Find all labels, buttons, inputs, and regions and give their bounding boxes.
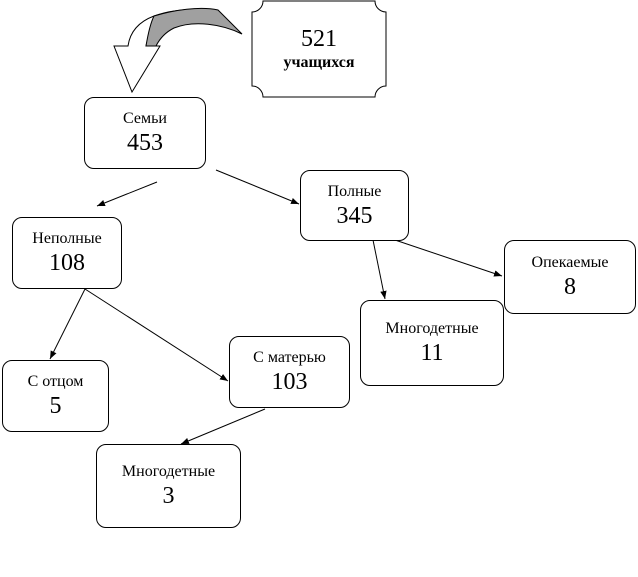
node-complete-value: 345 (336, 202, 373, 229)
edge-mother-large (180, 408, 266, 445)
node-with-father-value: 5 (49, 393, 62, 419)
edge-complete-large (372, 239, 387, 300)
node-with-mother-value: 103 (271, 369, 308, 395)
node-with-mother: С матерью 103 (229, 336, 350, 408)
node-guardianship-label: Опекаемые (531, 254, 609, 271)
edge-families-complete (215, 169, 300, 205)
total-value: 521 (301, 26, 337, 52)
node-guardianship-value: 8 (564, 274, 576, 300)
node-families: Семьи 453 (84, 97, 206, 169)
node-complete-label: Полные (327, 182, 382, 200)
node-incomplete: Неполные 108 (12, 217, 122, 289)
total-plaque (251, 0, 387, 98)
edge-incomplete-mother (84, 288, 229, 382)
node-complete: Полные 345 (300, 170, 409, 241)
node-large-mother-label: Многодетные (121, 463, 216, 480)
node-incomplete-label: Неполные (32, 230, 102, 247)
node-large-complete: Многодетные 11 (360, 300, 504, 386)
total-plaque-text: 521 учащихся (251, 0, 387, 98)
node-large-complete-value: 11 (420, 340, 444, 366)
node-large-mother-value: 3 (162, 483, 175, 509)
node-with-father: С отцом 5 (2, 360, 109, 432)
node-large-complete-label: Многодетные (385, 320, 479, 337)
node-families-label: Семьи (123, 110, 167, 127)
edge-incomplete-father (49, 288, 86, 360)
total-label: учащихся (283, 54, 355, 71)
node-guardianship: Опекаемые 8 (504, 240, 636, 314)
node-with-mother-label: С матерью (253, 349, 326, 366)
node-large-mother: Многодетные 3 (96, 444, 241, 528)
node-families-value: 453 (127, 130, 163, 156)
edge-families-incomplete (96, 181, 158, 207)
node-incomplete-value: 108 (49, 250, 85, 276)
edge-complete-guardianship (394, 239, 503, 277)
curved-arrow-icon (113, 7, 243, 94)
node-with-father-label: С отцом (27, 373, 84, 390)
